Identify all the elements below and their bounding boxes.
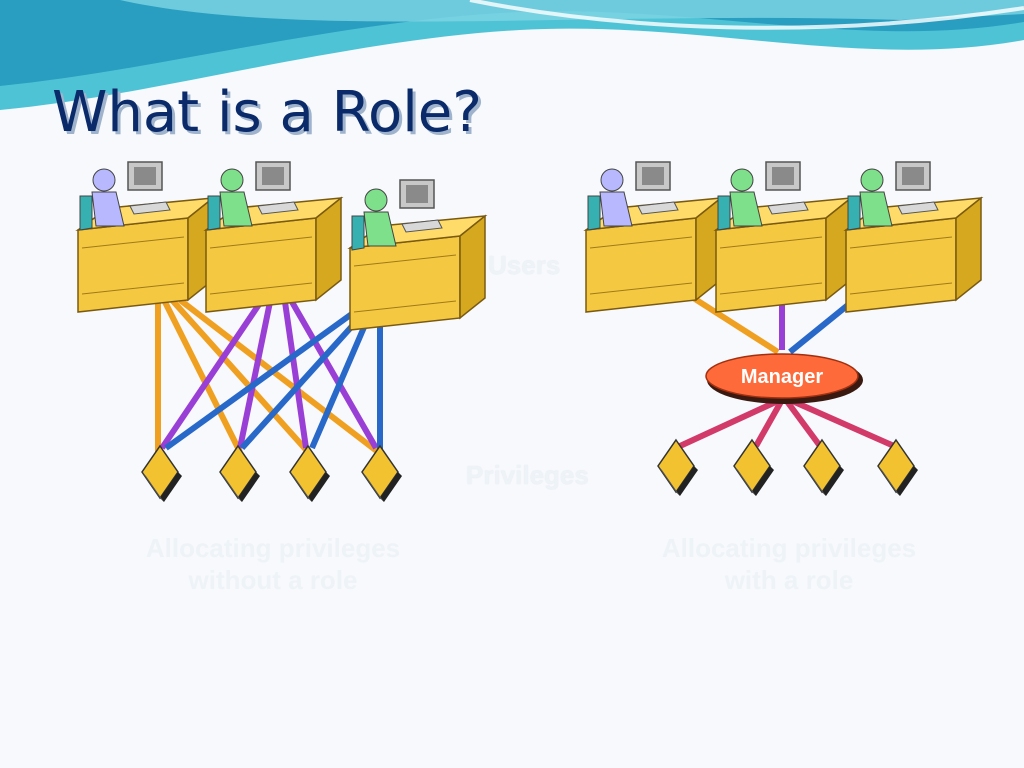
left-connection-lines [155,297,383,455]
privilege-right-2 [733,439,775,497]
line-u2-p2 [237,301,273,449]
user-figure-icon [587,168,633,231]
caption-without-role: Allocating privileges without a role [108,532,438,596]
user-figure-icon [351,188,397,251]
line-u3-p1 [164,305,362,451]
line-role-to-privilege-2 [753,398,785,448]
line-role-to-privilege-3 [783,398,823,448]
caption-line: Allocating privileges [661,533,917,563]
line-u2-p3 [282,301,309,449]
user-workstation-left-1 [77,161,214,313]
line-u1-p4 [178,297,380,455]
privilege-left-2 [219,445,261,503]
privileges-label: Privileges [466,460,589,490]
caption-line: without a role [188,565,358,595]
privilege-right-1 [657,439,699,497]
line-user-to-role-1 [682,289,780,355]
line-u3-p3 [309,316,371,450]
user-workstation-right-1 [585,161,722,313]
line-role-to-privilege-4 [788,397,896,449]
line-role-to-privilege-1 [678,397,782,449]
line-u2-p4 [289,300,379,450]
caption-with-role: Allocating privileges with a role [624,532,954,596]
header-wave [0,0,1024,110]
privilege-left-1 [141,445,183,503]
role-node-manager: Manager [705,353,863,404]
user-workstation-right-2 [715,161,852,313]
users-label: Users [488,250,561,280]
privilege-left-3 [289,445,331,503]
user-figure-icon [847,168,893,231]
user-figure-icon [717,168,763,231]
user-figure-icon [207,168,253,231]
line-u2-p1 [159,298,265,450]
user-workstation-left-3 [349,179,486,331]
role-node-label: Manager [741,366,823,388]
caption-line: Allocating privileges [145,533,401,563]
line-u3-p2 [239,311,366,451]
user-workstation-right-3 [845,161,982,313]
user-figure-icon [79,168,125,231]
line-u1-p3 [169,297,311,455]
privilege-right-4 [877,439,919,497]
privilege-right-3 [803,439,845,497]
slide-title: What is a Role? [52,80,482,145]
user-workstation-left-2 [205,161,342,313]
privilege-left-4 [361,445,403,503]
caption-line: with a role [724,565,854,595]
line-u1-p2 [162,300,243,454]
